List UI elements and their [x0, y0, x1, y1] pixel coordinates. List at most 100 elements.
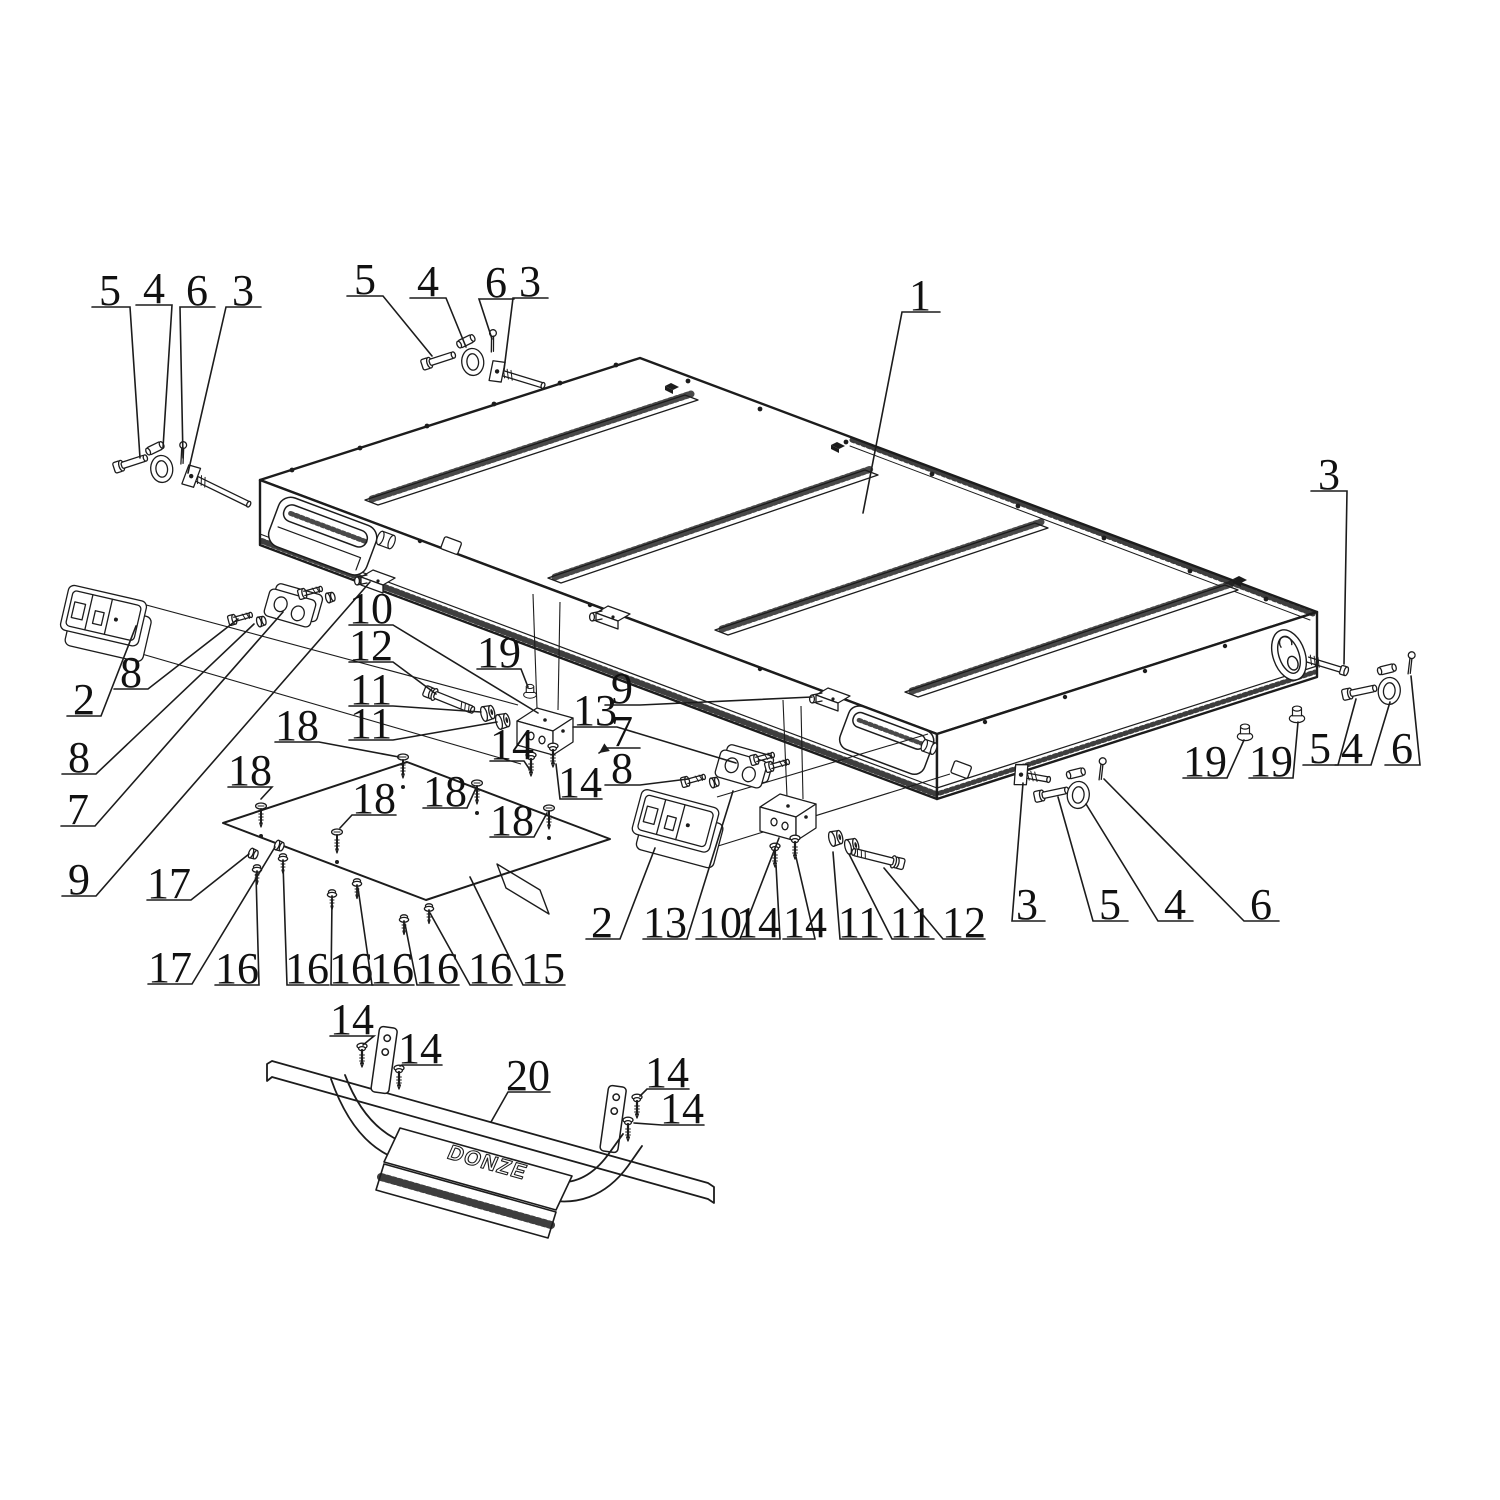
part-stud-bolt: [525, 751, 537, 777]
bumper-bracket-right: [599, 1084, 627, 1154]
callout-number: 5: [354, 255, 376, 304]
latch-roller-left: [376, 530, 396, 550]
callout-number: 7: [67, 785, 89, 834]
callout-leader-line: [146, 853, 250, 901]
callout-leader-line: [639, 1088, 690, 1097]
callout-leader-line: [422, 787, 477, 809]
callout-11: 11: [832, 851, 883, 947]
part-panel-screw-lower: [423, 903, 435, 925]
part-bolt: [763, 758, 791, 774]
callout-leader-line: [113, 618, 239, 690]
callout-number: 14: [558, 758, 602, 807]
callout-leader-line: [330, 898, 374, 986]
callout-16: 16: [282, 862, 330, 993]
far-edge-hatch: [849, 437, 1316, 617]
callout-leader-line: [147, 846, 276, 985]
callout-number: 18: [275, 701, 319, 750]
callout-number: 19: [1183, 737, 1227, 786]
callout-number: 9: [611, 664, 633, 713]
cargo-bed: [258, 356, 1319, 801]
part-tie-down-hook: [456, 334, 485, 377]
access-panel: [222, 761, 611, 915]
callout-14: 14: [782, 856, 827, 947]
callout-4: 4: [135, 264, 173, 449]
callout-leader-line: [1248, 721, 1299, 779]
part-clevis-pin: [1033, 786, 1070, 803]
callout-15: 15: [469, 876, 566, 993]
callout-number: 17: [148, 943, 192, 992]
callout-number: 16: [468, 944, 512, 993]
callout-leader-line: [642, 790, 734, 940]
part-washer: [324, 591, 336, 604]
callout-number: 3: [232, 266, 254, 315]
part-bumper-bolt: [356, 1042, 368, 1068]
callout-18: 18: [227, 746, 274, 800]
callout-5: 5: [91, 266, 141, 459]
callout-number: 19: [477, 628, 521, 677]
callout-leader-line: [409, 297, 467, 348]
part-panel-screw-lower: [351, 878, 363, 900]
part-washer: [255, 615, 267, 628]
callout-10: 10: [695, 837, 780, 947]
callout-leader-line: [476, 668, 529, 688]
callout-leader-line: [469, 876, 566, 986]
callout-leader-line: [862, 311, 941, 514]
part-flange-nut: [1288, 705, 1306, 724]
callout-5: 5: [1057, 796, 1129, 929]
callout-number: 13: [573, 686, 617, 735]
part-tail-lamp-left: [59, 584, 152, 662]
callout-number: 6: [485, 258, 507, 307]
d-ring-plate: [1270, 629, 1308, 681]
bed-end-face: [935, 610, 1319, 801]
callout-leader-line: [282, 862, 330, 986]
lamp-cutout-left: [440, 536, 462, 555]
callout-number: 18: [228, 746, 272, 795]
callout-number: 8: [68, 733, 90, 782]
grab-handle-left: [267, 496, 378, 576]
callout-leader-line: [1334, 701, 1391, 766]
callout-6: 6: [477, 258, 515, 340]
callout-14: 14: [633, 1084, 705, 1133]
callout-3: 3: [1011, 782, 1046, 929]
callout-leader-line: [1384, 675, 1421, 766]
part-panel-screw: [330, 828, 344, 854]
callout-13: 13: [572, 686, 737, 764]
step-top-plate: [383, 1127, 573, 1211]
bumper-tube: [266, 1060, 715, 1204]
part-panel-screw-lower: [398, 914, 410, 936]
callout-number: 14: [736, 898, 780, 947]
part-cotter-pin: [1407, 651, 1416, 675]
callout-number: 16: [370, 944, 414, 993]
callout-13: 13: [642, 790, 734, 947]
lamp-cutout-right: [950, 760, 972, 779]
callout-leader-line: [490, 1091, 551, 1123]
callout-number: 16: [329, 944, 373, 993]
edge-bolt-dots: [289, 362, 1269, 725]
callout-19: 19: [476, 628, 529, 688]
callout-leader-line: [339, 814, 397, 829]
callout-number: 18: [352, 774, 396, 823]
callout-number: 8: [611, 744, 633, 793]
part-stud-bolt: [547, 742, 559, 768]
callout-number: 18: [490, 796, 534, 845]
callout-19: 19: [1182, 737, 1245, 786]
callout-16: 16: [429, 912, 513, 993]
part-hinge-lug: [353, 569, 396, 594]
callout-number: 9: [68, 855, 90, 904]
callout-14: 14: [555, 758, 603, 807]
callout-leader-line: [604, 696, 813, 706]
callout-leader-line: [503, 297, 549, 371]
callout-number: 14: [645, 1048, 689, 1097]
callout-leader-line: [1310, 490, 1348, 665]
part-anchor-rod: [1013, 763, 1052, 786]
end-flange-hatch: [937, 669, 1318, 796]
callout-number: 17: [147, 859, 191, 908]
callout-leader-line: [348, 705, 482, 713]
callout-18: 18: [274, 701, 400, 758]
part-cotter-pin: [179, 441, 188, 465]
part-tie-down-hook: [1376, 663, 1401, 706]
part-tie-down-hook: [1065, 767, 1090, 810]
part-lamp-bracket-plate: [263, 583, 324, 628]
callout-leader-line: [348, 624, 539, 714]
